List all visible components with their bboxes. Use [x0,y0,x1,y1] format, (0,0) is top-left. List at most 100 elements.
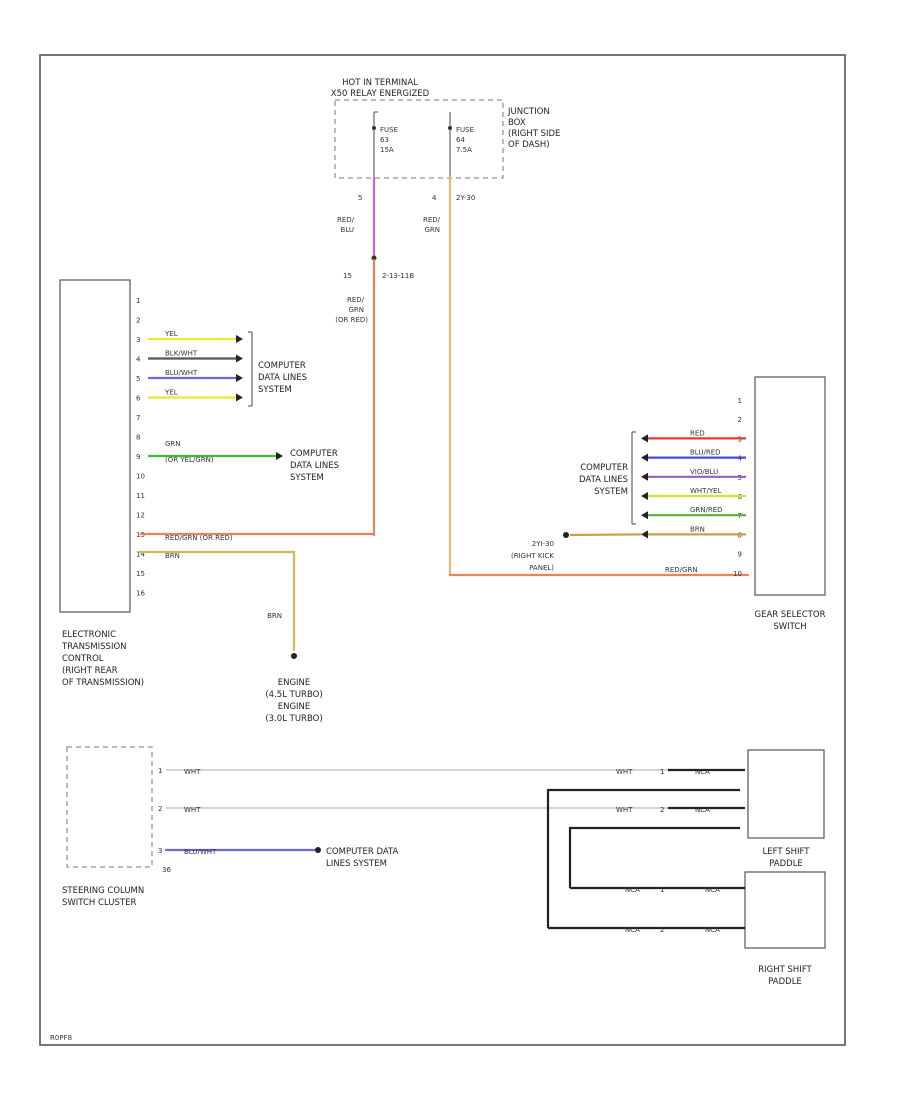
wire-color-label: NCA [695,806,710,814]
etc-name: ELECTRONIC [62,630,116,640]
etc-pin-label: 10 [136,473,145,481]
wire-color-label: RED/GRN [665,566,698,574]
gear-selector-ground-wire [569,533,642,537]
wire-color-label: RED [690,429,705,437]
splice-label: 2-13-11B [382,272,414,280]
fuse-64-icon [448,126,452,130]
left-paddle-name: PADDLE [769,859,803,869]
ground-icon [291,653,297,659]
etc-pin-label: 4 [136,356,141,364]
junction-box-title: X50 RELAY ENERGIZED [331,89,430,99]
data-bus-label: COMPUTER [258,361,306,371]
splice-pin-label: 15 [343,272,352,280]
gear-selector-module [754,376,826,596]
splice-icon [371,255,377,261]
etc-pin-label: 12 [136,512,145,520]
etc-pin-label: 15 [136,570,145,578]
wire-color-label: BLU/WHT [165,369,198,377]
wire-color-label: WHT/YEL [690,487,722,495]
etc-pin-label: 5 [136,375,140,383]
wire-color-label: BLK/WHT [165,350,198,358]
arrow-right-icon [236,354,243,363]
etc-module [59,279,131,613]
gear-selector-power-feed: RED/ GRN [423,176,750,577]
data-bus-label: COMPUTER [290,449,338,459]
pin-label: 2 [158,805,162,813]
arrow-right-icon [236,374,243,382]
arrow-left-icon [641,530,648,539]
wire-color-label: WHT [616,768,633,776]
wire-color-label: WHT [184,768,201,776]
data-bus-label: SYSTEM [258,385,292,395]
wire-color-label: NCA [705,886,720,894]
wire-color-label: BRN [165,552,180,560]
steering-cluster-outline [66,746,153,868]
ground-label: ENGINE [278,678,311,688]
junction-pin-label: 4 [432,194,437,202]
electronic-transmission-control: 12345678910111213141516YELBLK/WHTBLU/WHT… [59,279,374,724]
arrow-left-icon [641,472,648,481]
right-shift-paddle [744,871,826,949]
pin-label: 1 [660,886,664,894]
data-bus-label: DATA LINES [579,475,628,485]
arrow-right-icon [236,393,243,402]
etc-pin-label: 2 [136,317,140,325]
data-bus-label: SYSTEM [290,473,324,483]
arrow-right-icon [276,452,283,460]
gear-selector-pin-label: 2 [738,416,742,424]
wire-color-label: RED/ [423,216,441,224]
wire-color-label: NCA [705,926,720,934]
data-bus-label: COMPUTER [580,463,628,473]
arrow-left-icon [641,492,648,500]
etc-pin-label: 7 [136,414,140,422]
wire-color-label: RED/ [337,216,355,224]
ground-label: (3.0L TURBO) [265,714,322,724]
etc-pin-label: 11 [136,492,145,500]
etc-pin-label: 14 [136,551,145,559]
pin-label: 1 [660,768,664,776]
ground-label: (RIGHT KICK [511,552,554,560]
arrow-right-icon [236,335,243,343]
etc-pin-label: 9 [136,453,140,461]
wire-color-label: YEL [164,330,178,338]
wire-color-label: (OR YEL/GRN) [165,456,214,464]
etc-name: (RIGHT REAR [62,666,118,676]
pin-label: 2 [660,806,664,814]
wire-color-label: YEL [164,389,178,397]
wire-color-label: VIO/BLU [690,468,718,476]
wire-color-label: BLU/WHT [184,848,217,856]
data-bus-label: DATA LINES [290,461,339,471]
etc-pin-label: 8 [136,434,140,442]
left-paddle-name: LEFT SHIFT [763,847,811,857]
arrow-left-icon [641,453,648,462]
junction-box-name: JUNCTION [507,107,550,117]
gear-selector-pin-label: 9 [738,551,742,559]
wire-color-label: BRN [690,525,705,533]
pin-label: 1 [158,767,162,775]
gear-selector-name: GEAR SELECTOR [755,610,826,620]
wire-color-label: NCA [625,926,640,934]
pin-label: 3 [158,847,162,855]
gear-selector-name: SWITCH [773,622,806,632]
wire-color-label: RED/GRN (OR RED) [165,534,233,542]
wire-color-label: GRN [165,440,181,448]
data-bus-label: SYSTEM [594,487,628,497]
shift-paddles: LEFT SHIFT PADDLE RIGHT SHIFT PADDLE WHT… [546,749,826,987]
etc-name: OF TRANSMISSION) [62,678,144,688]
wire-color-label: GRN [424,226,440,234]
gear-selector-switch: 12345678910REDBLU/REDVIO/BLUWHT/YELGRN/R… [511,376,826,632]
fuse-64-number: 64 [456,136,465,144]
wire-color-label: WHT [184,806,201,814]
gear-selector-pin-label: 10 [733,570,742,578]
wire-color-label: BRN [267,612,282,620]
fuse-63-rating: 15A [380,146,394,154]
etc-pin-label: 6 [136,395,141,403]
junction-pin-label: 5 [358,194,362,202]
etc-power-feed: RED/ BLU 15 2-13-11B RED/ GRN (OR RED) [335,176,414,537]
right-paddle-name: PADDLE [768,977,802,987]
etc-pin-label: 1 [136,297,140,305]
wire-color-label: NCA [695,768,710,776]
steering-column-switch-cluster: 1 2 3 36 WHT WHT BLU/WHT COMPUTER DATA L… [62,746,740,908]
junction-box-outline [334,99,504,179]
